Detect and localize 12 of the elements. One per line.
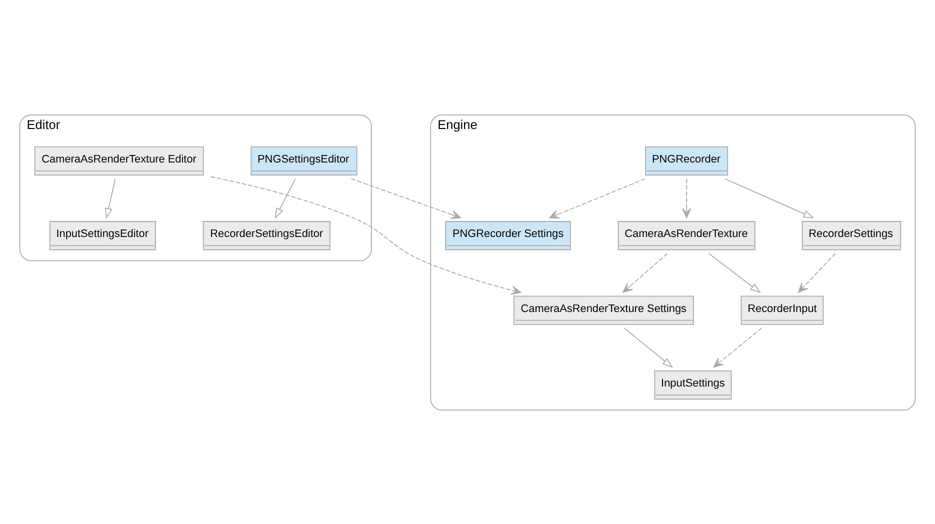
arrow	[622, 252, 668, 292]
arrow	[210, 176, 522, 294]
arrow	[798, 252, 836, 292]
arrow	[682, 178, 692, 218]
arrow	[708, 252, 761, 293]
arrow	[274, 178, 296, 218]
arrow	[104, 178, 116, 218]
arrow	[549, 178, 646, 218]
arrow	[350, 178, 462, 219]
arrow	[724, 178, 814, 218]
arrow	[713, 327, 762, 367]
arrow	[624, 327, 674, 368]
